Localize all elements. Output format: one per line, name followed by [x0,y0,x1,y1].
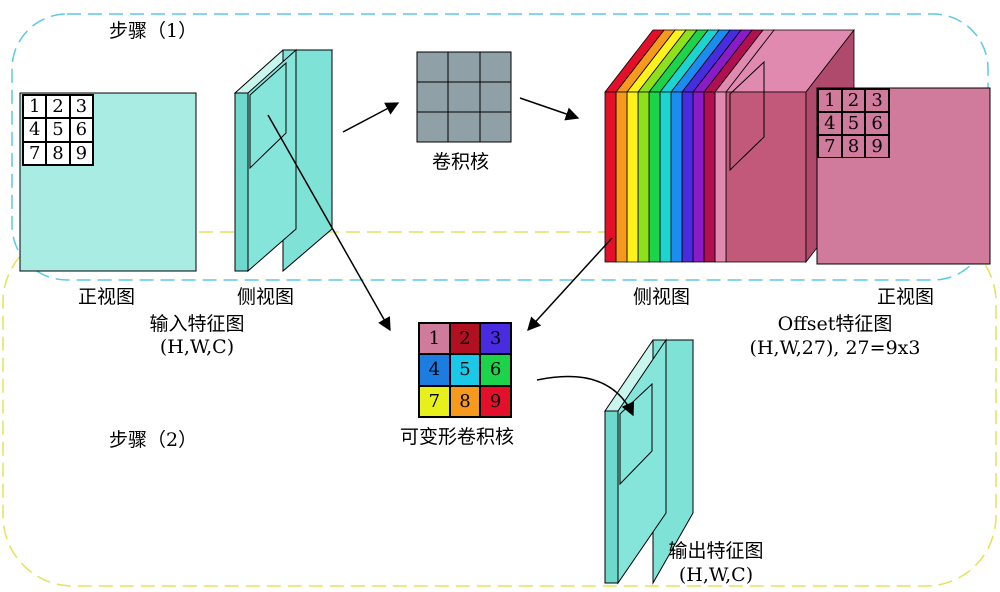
offset-slice-face [648,91,661,263]
grid-cell: 4 [419,354,450,386]
grid-cell: 2 [449,323,481,355]
arrow-offset-to-deform [527,237,613,331]
offset-window [729,60,765,172]
grid-cell: 8 [46,141,70,165]
grid-cell: 3 [69,95,93,119]
offset-slice-face [615,91,628,263]
offset-slice-face [604,91,617,263]
arrow-input-to-kernel [342,102,400,133]
offset-side-view-label: 侧视图 [633,286,691,308]
grid-cell: 8 [841,135,866,158]
step1-label: 步骤（1） [109,20,198,42]
offset-feature-map-shape: (H,W,27), 27=9x3 [749,337,921,359]
grid-cell: 1 [23,95,47,119]
grid-cell: 4 [23,118,47,142]
offset-slice-face [659,91,672,263]
offset-stack-face [725,91,807,263]
grid-cell: 6 [69,118,93,142]
grid-cell: 7 [419,385,450,417]
grid-cell: 6 [865,112,889,135]
offset-slice-face [637,91,650,263]
grid-cell: 9 [480,385,511,417]
grid-cell: 5 [449,354,481,386]
grid-cell: 8 [449,385,481,417]
offset-front-view-label: 正视图 [877,286,935,308]
input-front-view-label: 正视图 [78,286,136,308]
grid-cell: 2 [46,95,70,119]
step2-region [2,231,997,587]
grid-cell: 1 [419,323,450,355]
grid-cell: 6 [480,354,511,386]
grid-cell: 4 [818,112,842,135]
offset-slice-face [714,91,727,263]
offset-slice-face [681,91,694,263]
input-map-side [233,48,334,273]
output-feature-map-title: 输出特征图 [668,540,764,562]
input-side-view-label: 侧视图 [237,286,295,308]
input-feature-map-title: 输入特征图 [149,313,245,335]
grid-cell: 5 [841,112,866,135]
offset-feature-map-title: Offset特征图 [777,313,893,335]
arrow-input-to-deform [267,114,391,332]
grid-cell: 5 [46,118,70,142]
arrow-deform-to-output [536,375,635,417]
offset-slice-face [703,91,716,263]
grid-cell: 3 [865,89,889,112]
grid-cell: 1 [818,89,842,112]
output-feature-map-shape: (H,W,C) [678,564,754,586]
conv-kernel-label: 卷积核 [432,151,490,173]
grid-cell: 7 [23,141,47,165]
input-feature-map-shape: (H,W,C) [159,336,235,358]
offset-slice-face [626,91,639,263]
grid-cell: 2 [841,89,866,112]
offset-slice-face [670,91,683,263]
arrow-kernel-to-offset [519,97,580,121]
grid-cell: 3 [480,323,511,355]
step2-label: 步骤（2） [109,429,198,451]
output-map-side [604,338,694,585]
offset-slice-face [692,91,705,263]
deformable-kernel-label: 可变形卷积核 [400,426,515,448]
conv-kernel [416,51,512,143]
grid-cell: 9 [865,135,889,158]
grid-cell: 7 [818,135,842,158]
offset-map-front [816,87,991,265]
grid-cell: 9 [69,141,93,165]
